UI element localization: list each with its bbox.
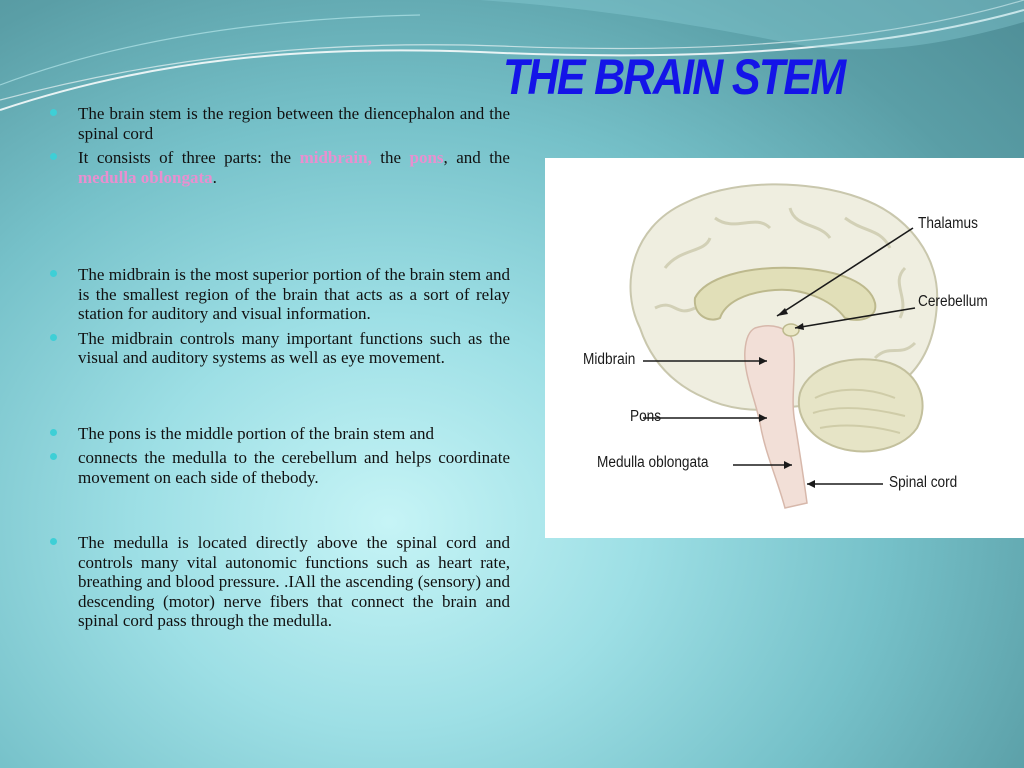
bullet-item: It consists of three parts: the midbrain… bbox=[48, 148, 510, 187]
bullet-dot-icon bbox=[50, 453, 57, 460]
bullet-text: The midbrain controls many important fun… bbox=[78, 328, 510, 368]
bullet-dot-icon bbox=[50, 109, 57, 116]
bullet-dot-icon bbox=[50, 333, 57, 341]
bullet-text: The pons is the middle portion of the br… bbox=[78, 423, 434, 443]
bullet-text: . bbox=[212, 167, 217, 187]
brain-illustration bbox=[629, 183, 939, 509]
highlight-medulla: medulla oblongata bbox=[78, 167, 213, 187]
slide-title: THE BRAIN STEM bbox=[503, 49, 846, 105]
pointer-arrowheads bbox=[759, 308, 815, 488]
brain-diagram: Thalamus Cerebellum Midbrain Pons Medull… bbox=[545, 158, 1024, 538]
bullet-text: , and the bbox=[443, 148, 510, 167]
bullet-text: The brain stem is the region between the… bbox=[78, 104, 510, 143]
bullet-item: The pons is the middle portion of the br… bbox=[48, 424, 510, 444]
bullet-dot-icon bbox=[50, 270, 57, 277]
bullet-text: The midbrain is the most superior portio… bbox=[78, 265, 510, 323]
label-medulla: Medulla oblongata bbox=[597, 454, 709, 471]
label-pons: Pons bbox=[630, 408, 662, 425]
bullet-list: The brain stem is the region between the… bbox=[48, 104, 510, 631]
label-cerebellum: Cerebellum bbox=[918, 293, 988, 310]
bullet-dot-icon bbox=[50, 538, 57, 545]
bullet-text: It consists of three parts: the bbox=[78, 148, 300, 167]
bullet-item: connects the medulla to the cerebellum a… bbox=[48, 448, 510, 487]
pointer-lines bbox=[643, 227, 916, 485]
bullet-dot-icon bbox=[50, 428, 57, 436]
bullet-text: the bbox=[371, 148, 410, 167]
bullet-item: The brain stem is the region between the… bbox=[48, 104, 510, 143]
cerebellum-shape bbox=[797, 358, 924, 453]
brainstem-shape bbox=[744, 325, 808, 509]
bullet-text: The medulla is located directly above th… bbox=[78, 533, 510, 630]
bullet-item: The midbrain is the most superior portio… bbox=[48, 265, 510, 324]
decorative-waves bbox=[0, 0, 1024, 111]
bullet-item: The medulla is located directly above th… bbox=[48, 533, 510, 631]
bullet-dot-icon bbox=[50, 153, 57, 160]
thalamus-shape bbox=[782, 323, 800, 337]
bullet-text: connects the medulla to the cerebellum a… bbox=[78, 448, 510, 487]
label-midbrain: Midbrain bbox=[583, 351, 636, 368]
highlight-pons: pons bbox=[409, 148, 444, 167]
bullet-item: The midbrain controls many important fun… bbox=[48, 329, 510, 368]
label-spinal-cord: Spinal cord bbox=[889, 474, 958, 491]
highlight-midbrain: midbrain, bbox=[299, 148, 372, 167]
label-thalamus: Thalamus bbox=[918, 215, 978, 232]
